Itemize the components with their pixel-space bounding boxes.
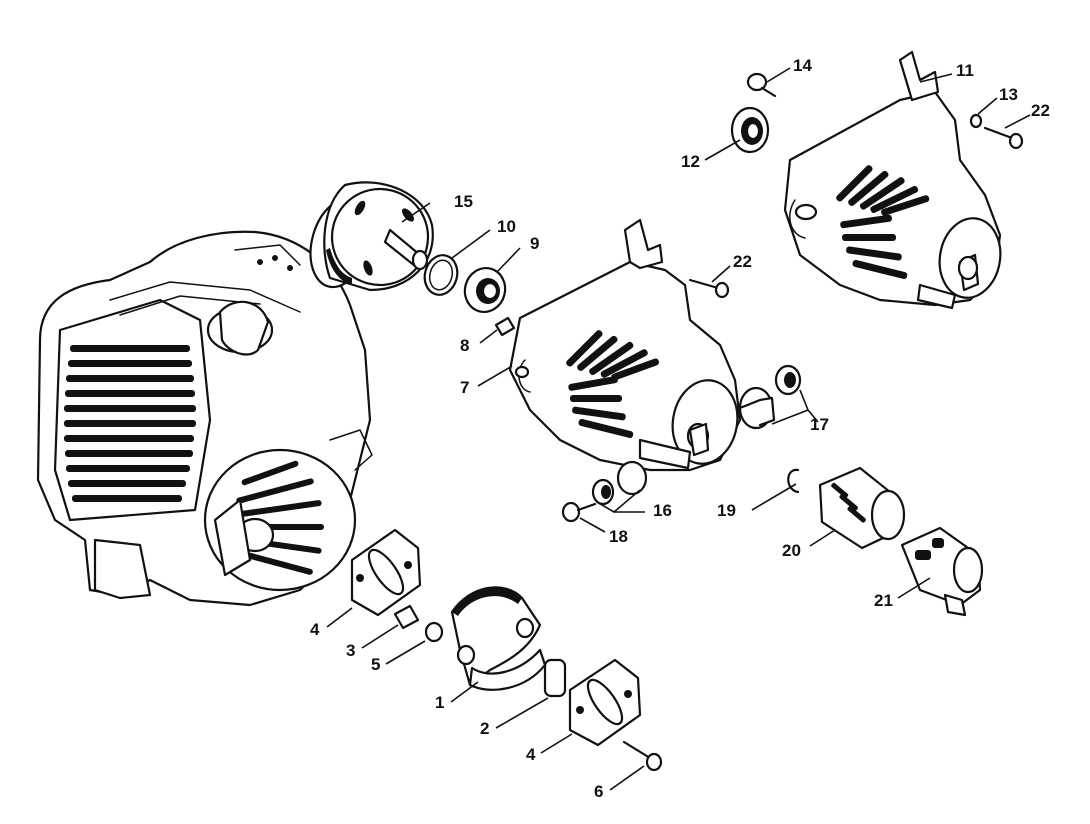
coupling-21 — [900, 526, 984, 617]
screw-18 — [561, 501, 597, 523]
screw-6 — [622, 740, 663, 772]
callout-12: 12 — [681, 152, 700, 171]
ball-bearing-9 — [463, 267, 507, 313]
leader-lines — [326, 67, 1031, 791]
screw-22-middle — [688, 278, 730, 299]
callout-2: 2 — [480, 719, 489, 738]
callout-22-top: 22 — [1031, 101, 1050, 120]
callout-labels: 1 2 3 4 4 5 6 7 8 9 10 11 12 13 14 15 16… — [310, 56, 1050, 801]
callout-17: 17 — [810, 415, 829, 434]
callout-6: 6 — [594, 782, 603, 801]
callout-8: 8 — [460, 336, 469, 355]
callout-10: 10 — [497, 217, 516, 236]
bushings-16 — [591, 460, 648, 506]
callout-7: 7 — [460, 378, 469, 397]
callout-4-right: 4 — [526, 745, 536, 764]
callout-15: 15 — [454, 192, 473, 211]
callout-18: 18 — [609, 527, 628, 546]
fan-housing — [508, 218, 742, 472]
washer-5 — [424, 621, 444, 643]
callout-19: 19 — [717, 501, 736, 520]
callout-20: 20 — [782, 541, 801, 560]
pin — [494, 316, 516, 337]
washer-13 — [969, 113, 983, 129]
carrier-plate-4-right — [568, 658, 642, 747]
screw-14 — [746, 72, 777, 98]
clutch-shoes-1 — [450, 586, 547, 691]
gear-housing — [783, 50, 1002, 310]
callout-11: 11 — [956, 61, 974, 80]
callout-14: 14 — [793, 56, 812, 75]
screw-22-top — [983, 126, 1024, 150]
callout-3: 3 — [346, 641, 355, 660]
carrier-plate-4-left — [350, 528, 422, 617]
retaining-ring — [423, 254, 459, 296]
ball-bearing-12 — [730, 106, 770, 154]
callout-5: 5 — [371, 655, 380, 674]
callout-9: 9 — [530, 234, 539, 253]
callout-21: 21 — [874, 591, 893, 610]
spring-2 — [543, 658, 567, 698]
sleeve-20 — [818, 466, 906, 550]
callout-4-left: 4 — [310, 620, 320, 639]
callout-13: 13 — [999, 85, 1018, 104]
bushings-17 — [738, 364, 802, 430]
circlip-19 — [787, 468, 800, 494]
callout-1: 1 — [435, 693, 444, 712]
sleeve-3 — [393, 604, 420, 630]
callout-22-middle: 22 — [733, 252, 752, 271]
engine-housing — [36, 230, 373, 607]
clutch-drum — [309, 181, 434, 292]
callout-16: 16 — [653, 501, 672, 520]
